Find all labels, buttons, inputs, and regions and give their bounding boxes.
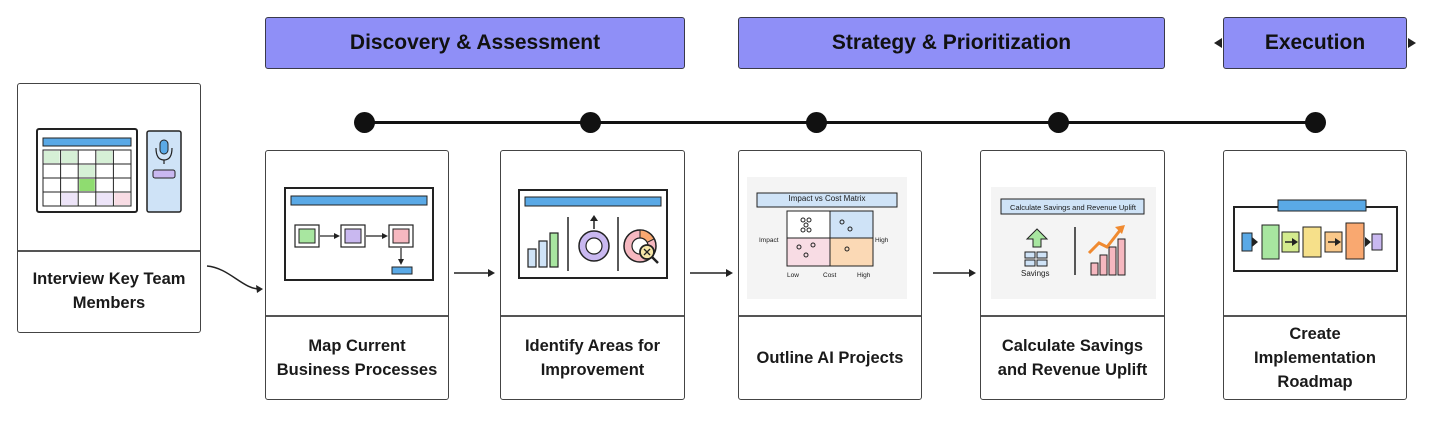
matrix-x-low: Low: [787, 272, 799, 279]
execution-left-arrow-icon: [1214, 38, 1222, 48]
matrix-y-high: High: [875, 237, 889, 244]
bar-chart-icon: [527, 232, 559, 268]
matrix-title: Impact vs Cost Matrix: [788, 194, 866, 203]
phase-discovery: Discovery & Assessment: [265, 17, 685, 69]
card-divider: [1224, 315, 1406, 317]
arrow-right-icon: [454, 269, 495, 277]
step-card-roadmap: Create Implementation Roadmap: [1223, 150, 1407, 400]
phase-strategy: Strategy & Prioritization: [738, 17, 1165, 69]
interview-illustration: [36, 128, 182, 213]
card-divider: [18, 250, 200, 252]
matrix-x-high: High: [857, 272, 871, 279]
timeline-dot-1: [354, 112, 375, 133]
step-card-identify: Identify Areas for Improvement: [500, 150, 685, 400]
phase-execution: Execution: [1223, 17, 1407, 69]
analytics-illustration: [518, 189, 668, 279]
impact-cost-matrix: [756, 192, 898, 267]
card-divider: [501, 315, 684, 317]
step-card-map: Map Current Business Processes: [265, 150, 449, 400]
card-divider: [739, 315, 921, 317]
savings-illustration: [1000, 198, 1145, 276]
step-label-roadmap: Create Implementation Roadmap: [1254, 325, 1376, 391]
step-card-calculate: Calculate Savings and Revenue Uplift Sav…: [980, 150, 1165, 400]
curved-arrow-icon: [206, 265, 263, 293]
timeline-dot-4: [1048, 112, 1069, 133]
timeline-dot-3: [806, 112, 827, 133]
card-divider: [981, 315, 1164, 317]
step-label-interview: Interview Key Team Members: [32, 270, 186, 312]
execution-right-arrow-icon: [1408, 38, 1416, 48]
microphone-icon: [146, 130, 182, 213]
step-label-identify: Identify Areas for Improvement: [524, 337, 661, 379]
phase-discovery-label: Discovery & Assessment: [349, 31, 601, 54]
savings-blocks-icon: [1024, 251, 1048, 267]
savings-panel-title: Calculate Savings and Revenue Uplift: [1010, 203, 1136, 212]
step-label-calculate: Calculate Savings and Revenue Uplift: [997, 337, 1148, 379]
arrow-right-icon: [690, 269, 733, 277]
process-flow-illustration: [284, 187, 434, 281]
step-label-outline: Outline AI Projects: [756, 349, 904, 367]
savings-label: Savings: [1021, 269, 1050, 278]
calendar-icon: [36, 128, 138, 213]
step-card-interview: Interview Key Team Members: [17, 83, 201, 333]
donut-chart-icon: [578, 215, 610, 262]
step-label-map: Map Current Business Processes: [276, 337, 438, 379]
timeline-dot-2: [580, 112, 601, 133]
roadmap-illustration: [1233, 199, 1398, 272]
card-divider: [266, 315, 448, 317]
arrow-right-icon: [933, 269, 976, 277]
matrix-point-icons: [796, 217, 853, 258]
revenue-chart-icon: [1087, 225, 1126, 276]
phase-execution-label: Execution: [1264, 31, 1366, 54]
magnify-chart-icon: [623, 229, 659, 264]
step-card-outline: Impact vs Cost Matrix Impact High Low Co…: [738, 150, 922, 400]
matrix-x-mid: Cost: [823, 272, 837, 279]
up-arrow-icon: [1025, 228, 1049, 248]
timeline-dot-5: [1305, 112, 1326, 133]
matrix-y-low: Impact: [759, 237, 779, 244]
phase-strategy-label: Strategy & Prioritization: [831, 31, 1072, 54]
timeline-line: [364, 121, 1316, 124]
